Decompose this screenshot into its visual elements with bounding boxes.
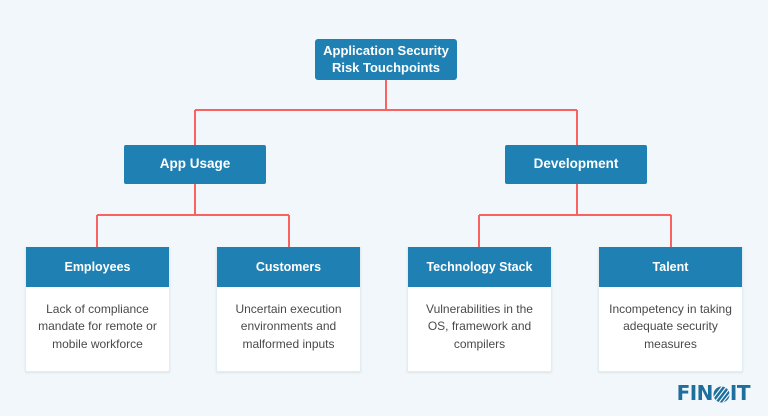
- node-app-usage-label: App Usage: [159, 156, 231, 172]
- leaf-card-customers: Customers Uncertain execution environmen…: [216, 247, 361, 373]
- node-app-usage: App Usage: [124, 145, 266, 184]
- node-development-label: Development: [533, 156, 619, 172]
- node-root: Application Security Risk Touchpoints: [315, 39, 457, 80]
- leaf-card-talent: Talent Incompetency in taking adequate s…: [598, 247, 743, 373]
- node-root-line1: Application Security: [323, 43, 449, 59]
- node-development: Development: [505, 145, 647, 184]
- leaf-description-technology-stack: Vulnerabilities in the OS, framework and…: [426, 302, 533, 351]
- leaf-description-customers: Uncertain execution environments and mal…: [235, 302, 342, 351]
- leaf-title-employees: Employees: [26, 247, 169, 287]
- sphere-o-icon: [713, 386, 730, 403]
- logo-text-after: IT: [729, 381, 751, 405]
- logo-text-before: FIN: [676, 381, 714, 405]
- leaf-title-customers: Customers: [217, 247, 360, 287]
- leaf-card-technology-stack: Technology Stack Vulnerabilities in the …: [407, 247, 552, 373]
- leaf-title-technology-stack: Technology Stack: [408, 247, 551, 287]
- brand-logo: FIN IT: [676, 381, 751, 405]
- node-root-line2: Risk Touchpoints: [331, 59, 441, 75]
- leaf-title-talent: Talent: [599, 247, 742, 287]
- leaf-card-employees: Employees Lack of compliance mandate for…: [25, 247, 170, 373]
- leaf-description-talent: Incompetency in taking adequate security…: [609, 302, 732, 351]
- leaf-description-employees: Lack of compliance mandate for remote or…: [38, 302, 157, 351]
